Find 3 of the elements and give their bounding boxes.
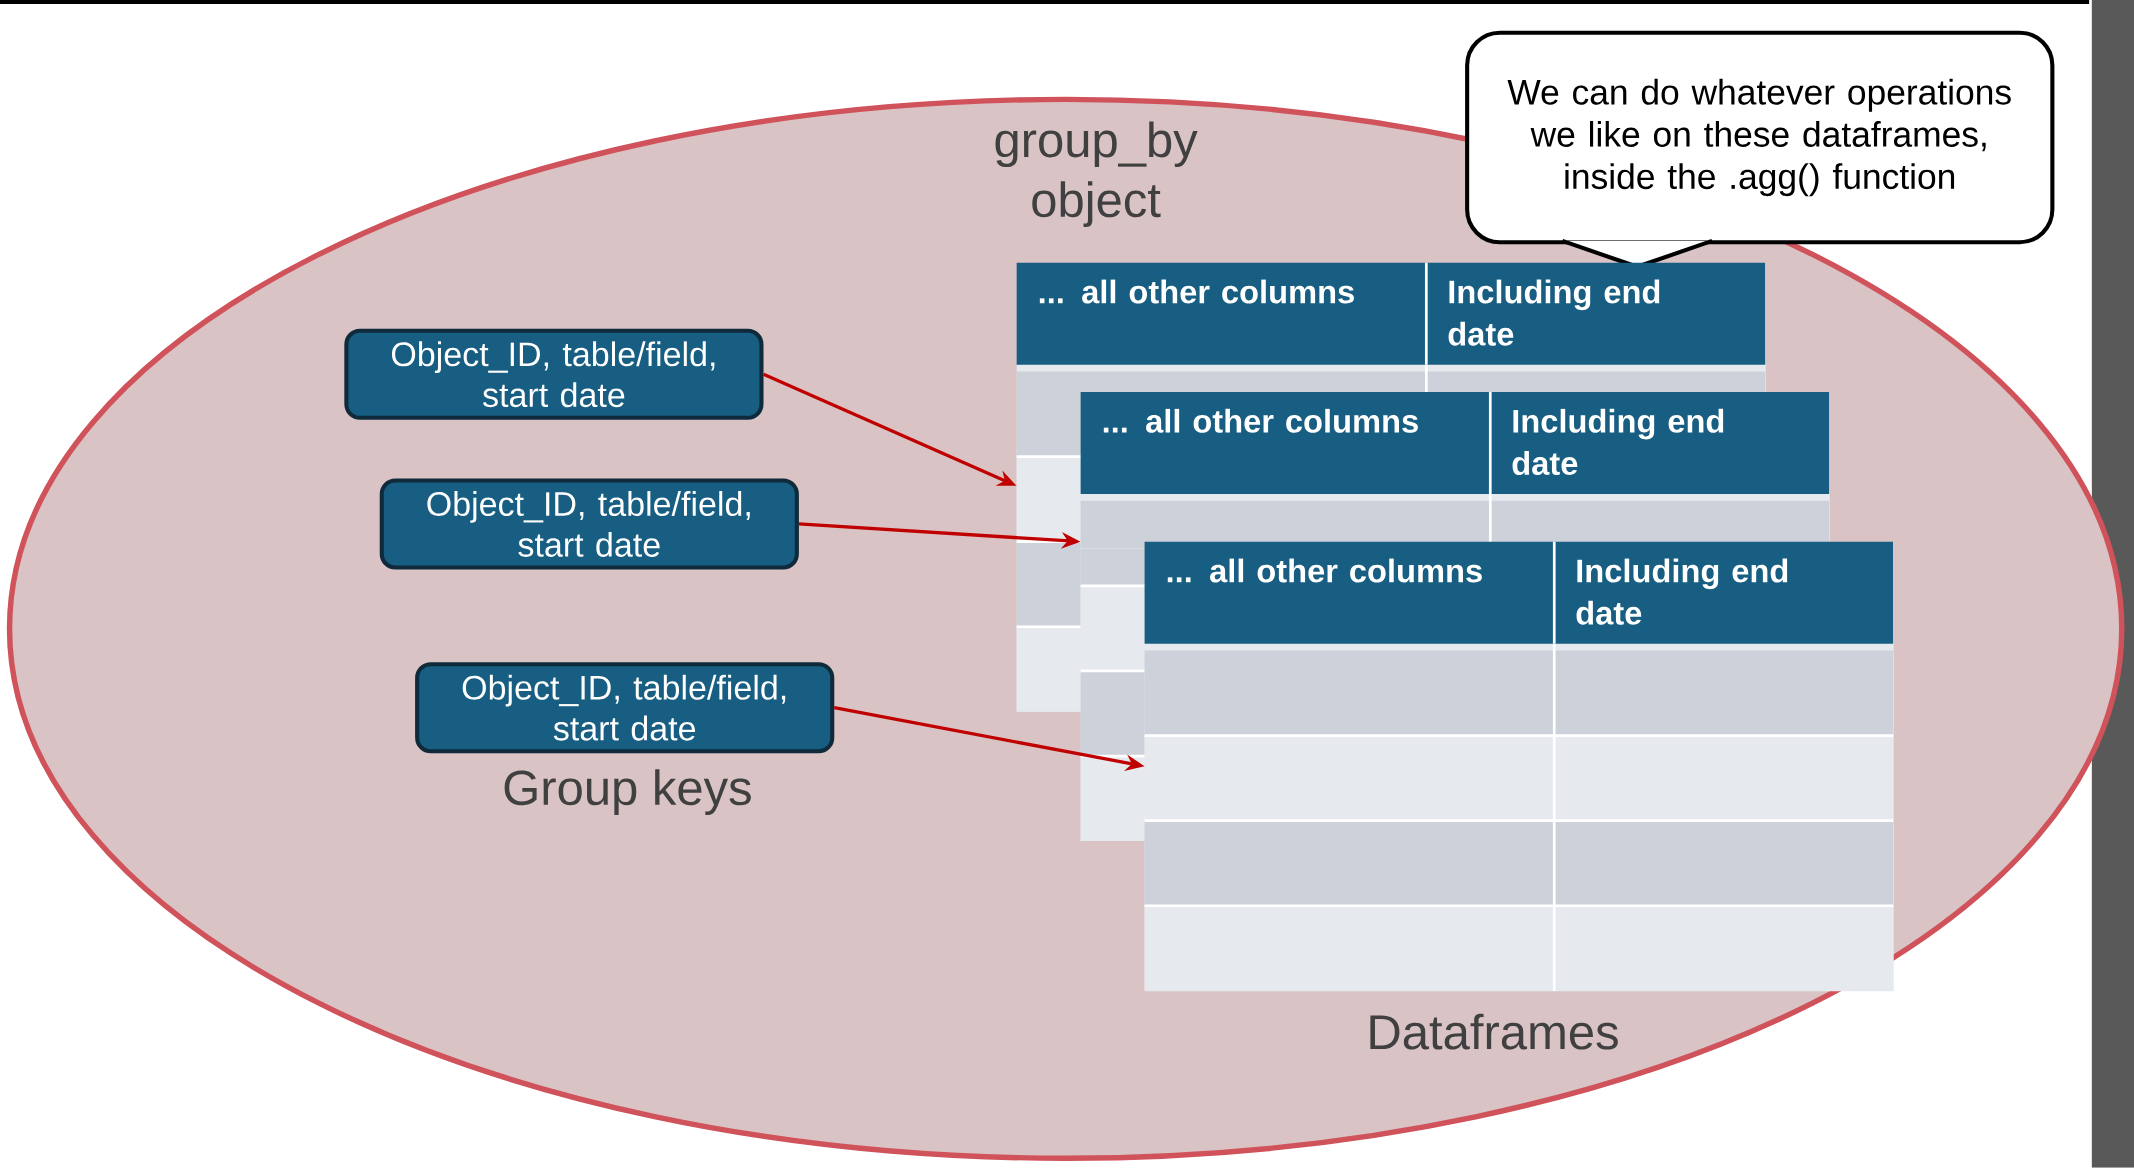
group-key-box: Object_ID, table/field, start date (344, 328, 764, 420)
group-key-box: Object_ID, table/field, start date (379, 478, 799, 570)
group-key-box: Object_ID, table/field, start date (415, 662, 835, 754)
